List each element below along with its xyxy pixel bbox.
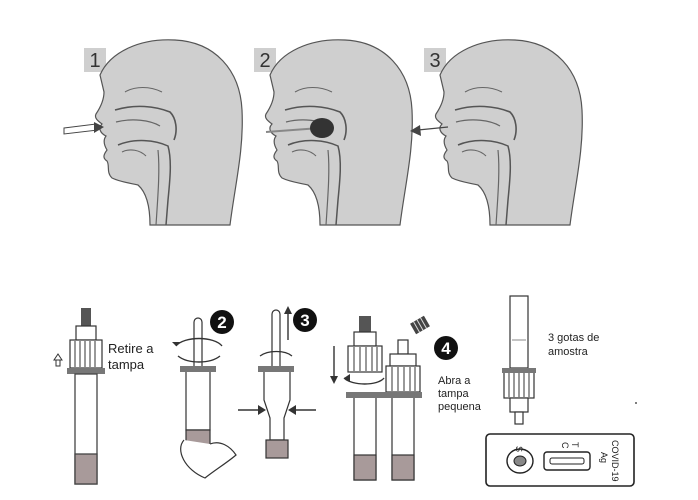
- panel-number: 1: [89, 50, 100, 72]
- panel-number-box: [84, 48, 106, 72]
- test-cassette: S C T COVID-19 Ag: [485, 433, 635, 487]
- control-mark: C: [560, 442, 570, 449]
- withdraw-line: [417, 126, 449, 131]
- arrow-left-icon: [410, 125, 421, 136]
- sample-mark: S: [514, 446, 524, 452]
- panel-number: 2: [259, 50, 270, 72]
- panel-number-box: [424, 48, 446, 72]
- hand-illustration: [180, 439, 237, 479]
- tube-with-cap: Retire a tampa: [53, 308, 154, 485]
- panel-3: 3: [410, 39, 584, 226]
- small-cap-icon: [410, 315, 430, 335]
- svg-text:2: 2: [217, 313, 226, 332]
- cassette-label-2: Ag: [599, 452, 609, 463]
- panel-1: 1: [63, 39, 244, 226]
- squeezed-tube: [263, 372, 291, 441]
- sample-drop: 3 gotas de amostra: [502, 295, 637, 425]
- head-illustration: [434, 39, 584, 226]
- step-3-badge: [293, 308, 317, 332]
- open-small-cap-label-1: Abra a: [438, 375, 471, 387]
- head-illustration: [94, 39, 244, 226]
- drops-label-2: amostra: [548, 346, 589, 358]
- remove-cap-label-1: Retire a: [108, 341, 154, 356]
- cassette-label-1: COVID-19: [610, 440, 620, 482]
- test-mark: T: [570, 442, 580, 448]
- step-3: 3: [238, 306, 317, 459]
- open-small-cap-label-2: tampa: [438, 388, 469, 400]
- remove-cap-label-2: tampa: [108, 357, 145, 372]
- svg-text:3: 3: [300, 311, 309, 330]
- arrow-up-icon: [53, 353, 63, 361]
- panel-number-box: [254, 48, 276, 72]
- step-4-badge: [434, 336, 458, 360]
- svg-text:4: 4: [441, 339, 451, 358]
- swab-arrow: [63, 123, 99, 135]
- panel-2: 2: [254, 39, 414, 226]
- rotate-arrow-icon: [172, 342, 180, 346]
- arrow-left-icon: [288, 405, 296, 415]
- arrow-right-icon: [258, 405, 266, 415]
- open-small-cap-label-3: pequena: [438, 401, 482, 413]
- panel-number: 3: [429, 50, 440, 72]
- arrow-down-icon: [330, 376, 338, 384]
- arrow-head-icon: [94, 122, 104, 133]
- arrow-up-icon: [284, 306, 292, 314]
- cap-tip: [81, 308, 91, 328]
- tube-inverted: [509, 295, 529, 369]
- head-illustration: [264, 39, 414, 226]
- step-2: 2: [172, 310, 237, 479]
- drops-label-1: 3 gotas de: [548, 332, 599, 344]
- swab-rotation-area: [310, 118, 334, 138]
- step-2-badge: [210, 310, 234, 334]
- step-4: 4 Abra a tampa pequena: [330, 315, 482, 481]
